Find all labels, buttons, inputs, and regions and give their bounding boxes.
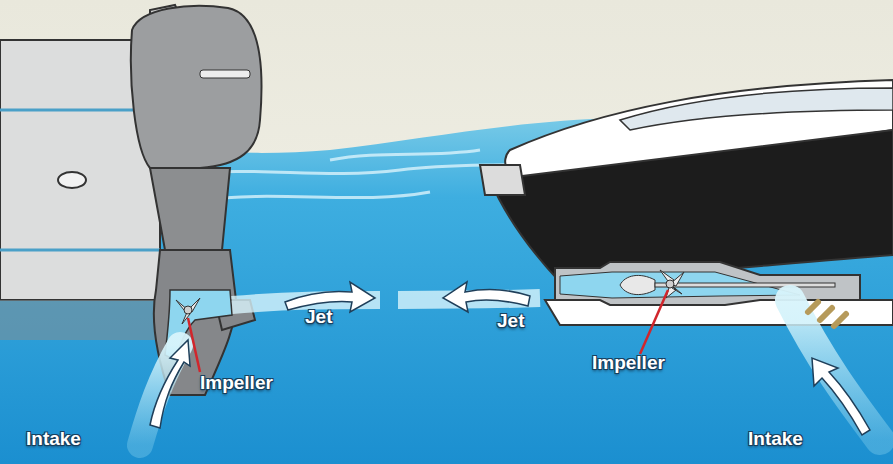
jet-label: Jet (305, 306, 332, 328)
right-jet-arrow (443, 282, 530, 312)
impeller-blades (660, 270, 684, 298)
right-impeller (660, 270, 684, 298)
impeller-label: Impeller (592, 352, 665, 374)
left-impeller-leader (188, 318, 200, 372)
outboard-midsection (150, 168, 230, 250)
hull-underwater (0, 300, 160, 340)
jet-unit-housing (555, 262, 860, 305)
cowling-badge (200, 70, 250, 78)
right-intake-stream (790, 300, 880, 440)
jet-label: Jet (497, 310, 524, 332)
intake-label: Intake (26, 428, 81, 450)
left-intake-arrow (150, 340, 190, 428)
outboard-cowling (131, 6, 262, 168)
right-intake-arrow (812, 358, 870, 435)
right-boat-hull (490, 130, 893, 282)
impeller-label: Impeller (200, 372, 273, 394)
impeller-hub (184, 306, 192, 314)
porthole (58, 172, 86, 188)
intake-label: Intake (748, 428, 803, 450)
transom-fitting (480, 165, 525, 195)
right-impeller-leader (640, 290, 668, 354)
intake-grille (808, 302, 846, 326)
drive-shaft (655, 283, 835, 287)
windscreen (620, 88, 893, 130)
jet-nozzle-cone (620, 275, 655, 294)
impeller-hub (666, 280, 674, 288)
